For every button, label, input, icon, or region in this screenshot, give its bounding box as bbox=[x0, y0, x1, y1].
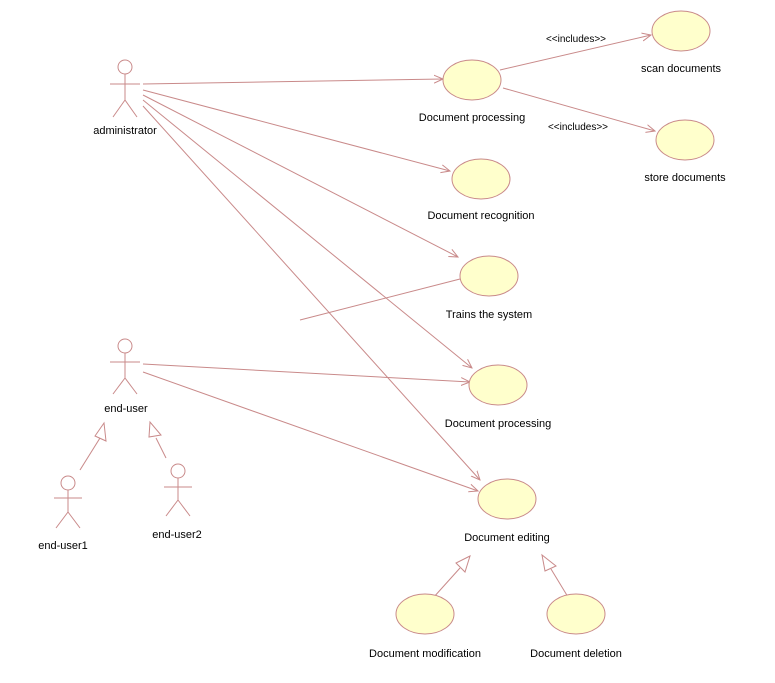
label-doc-processing-mid: Document processing bbox=[444, 418, 552, 430]
usecase-doc-processing-mid bbox=[468, 364, 528, 406]
generalization-deletion-head bbox=[541, 553, 557, 572]
usecase-doc-deletion bbox=[546, 593, 606, 635]
generalization-deletion bbox=[550, 568, 569, 598]
label-doc-processing-top: Document processing bbox=[418, 112, 526, 124]
assoc-admin-editing bbox=[142, 105, 480, 480]
assoc-trains-stub bbox=[299, 278, 461, 321]
generalization-user2 bbox=[155, 437, 167, 459]
label-scan-documents: scan documents bbox=[640, 63, 722, 75]
label-store-documents: store documents bbox=[644, 172, 726, 184]
include-store bbox=[502, 87, 655, 131]
label-end-user1: end-user1 bbox=[38, 540, 88, 552]
label-doc-recognition: Document recognition bbox=[427, 210, 535, 222]
label-administrator: administrator bbox=[93, 125, 157, 137]
generalization-user1 bbox=[79, 437, 101, 471]
generalization-user1-head bbox=[94, 421, 107, 442]
include-scan bbox=[499, 35, 651, 71]
assoc-enduser-editing bbox=[142, 371, 478, 491]
usecase-doc-recognition bbox=[451, 158, 511, 200]
usecase-trains-system bbox=[459, 255, 519, 297]
label-end-user2: end-user2 bbox=[152, 529, 202, 541]
actor-end-user2 bbox=[164, 463, 192, 517]
usecase-store-documents bbox=[655, 119, 715, 161]
actor-administrator bbox=[110, 59, 140, 118]
label-includes-store: <<includes>> bbox=[547, 122, 609, 133]
label-doc-deletion: Document deletion bbox=[530, 648, 622, 660]
usecase-scan-documents bbox=[651, 10, 711, 52]
assoc-admin-trains bbox=[142, 94, 458, 257]
label-doc-editing: Document editing bbox=[464, 532, 550, 544]
label-trains-system: Trains the system bbox=[445, 309, 533, 321]
assoc-admin-recognition bbox=[142, 89, 450, 171]
assoc-admin-processing-mid bbox=[142, 99, 472, 368]
assoc-enduser-processing bbox=[142, 363, 470, 382]
actor-end-user1 bbox=[54, 475, 82, 529]
usecase-doc-processing-top bbox=[442, 59, 502, 101]
usecase-doc-modification bbox=[395, 593, 455, 635]
label-doc-modification: Document modification bbox=[369, 648, 481, 660]
generalization-modification bbox=[432, 567, 461, 599]
label-end-user: end-user bbox=[104, 403, 148, 415]
generalization-modification-head bbox=[455, 555, 471, 573]
actor-end-user bbox=[110, 338, 140, 395]
generalization-user2-head bbox=[148, 420, 162, 438]
assoc-admin-processing bbox=[142, 79, 443, 85]
label-includes-scan: <<includes>> bbox=[545, 34, 607, 45]
usecase-doc-editing bbox=[477, 478, 537, 520]
